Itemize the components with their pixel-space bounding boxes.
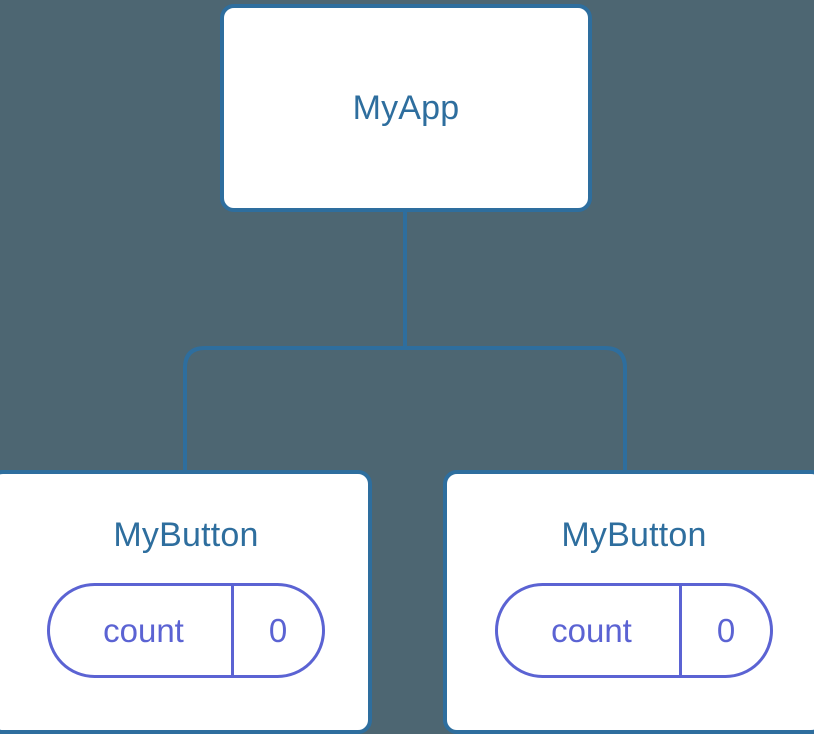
node-mybutton-1[interactable]: MyButton count 0 <box>443 470 814 734</box>
state-key-0: count <box>103 612 184 649</box>
state-badge-0[interactable]: count 0 <box>47 583 325 678</box>
node-mybutton-0[interactable]: MyButton count 0 <box>0 470 372 734</box>
node-title-child-1: MyButton <box>561 516 707 554</box>
node-title-root: MyApp <box>352 89 460 127</box>
state-badge-1[interactable]: count 0 <box>495 583 773 678</box>
node-content-1: MyButton count 0 <box>447 518 814 678</box>
state-key-1: count <box>551 612 632 649</box>
node-content-0: MyButton count 0 <box>0 518 374 678</box>
node-myapp[interactable]: MyApp <box>220 4 592 212</box>
node-title-child-0: MyButton <box>113 516 259 554</box>
state-value-1: 0 <box>679 586 770 675</box>
connector-branch-bar <box>183 346 627 470</box>
state-value-0: 0 <box>231 586 322 675</box>
